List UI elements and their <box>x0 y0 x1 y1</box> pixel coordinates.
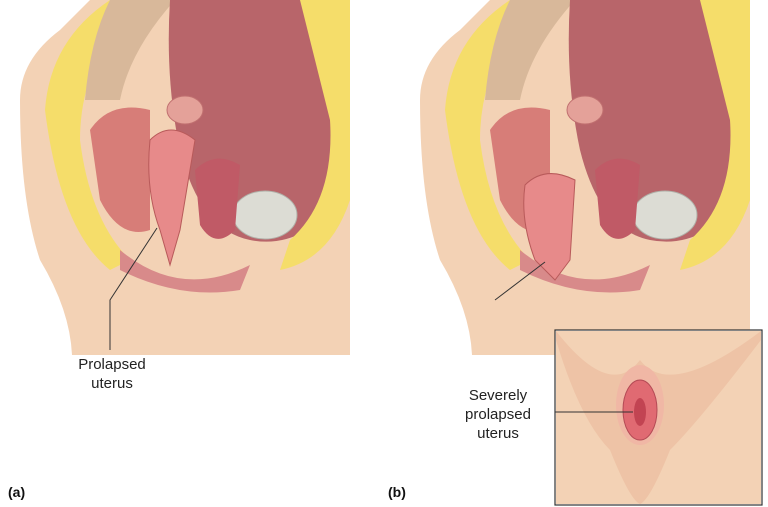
leader-line-a <box>109 227 158 350</box>
label-line: uterus <box>477 425 519 442</box>
uterus-a <box>148 129 196 267</box>
label-line: Severely <box>468 387 528 404</box>
label-prolapsed-uterus: Prolapsed uterus <box>62 355 162 393</box>
label-line: Prolapsed <box>78 356 146 373</box>
leader-line-b <box>494 261 546 301</box>
inset-external-view <box>554 329 763 506</box>
panel-a-illustration <box>19 0 351 356</box>
panel-tag-b: (b) <box>388 484 406 500</box>
label-line: uterus <box>91 375 133 392</box>
panel-tag-a: (a) <box>8 484 26 500</box>
uterus-b <box>523 173 576 281</box>
label-severely-prolapsed-uterus: Severely prolapsed uterus <box>448 386 548 443</box>
label-line: prolapsed <box>465 406 531 423</box>
panel-b-illustration <box>419 0 751 356</box>
